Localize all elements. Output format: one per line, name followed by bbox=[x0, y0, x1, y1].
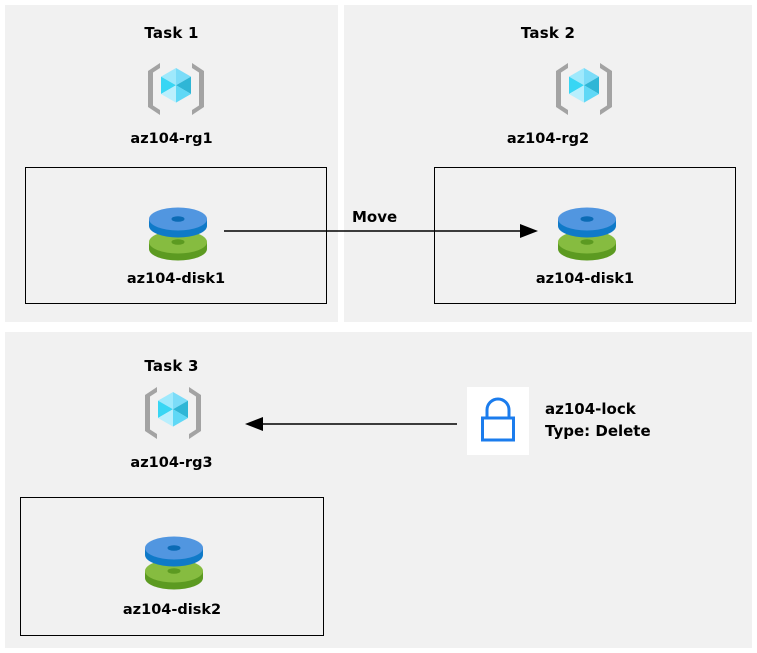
azure-managed-disk-icon bbox=[551, 201, 623, 267]
azure-resource-group-icon bbox=[552, 57, 616, 121]
panel-task-2: Task 2 az104-rg2 bbox=[344, 5, 752, 322]
lock-type: Type: Delete bbox=[545, 422, 651, 440]
lock-name: az104-lock bbox=[545, 400, 636, 418]
task-3-title: Task 3 bbox=[144, 357, 199, 375]
azure-resource-group-icon bbox=[144, 57, 208, 121]
move-connector-arrow bbox=[220, 218, 540, 248]
resource-group-label: az104-rg1 bbox=[130, 131, 213, 147]
resource-group-label: az104-rg2 bbox=[506, 131, 590, 147]
panel-task-1: Task 1 az104-rg1 bbox=[5, 5, 338, 322]
lock-icon bbox=[476, 395, 520, 447]
azure-managed-disk-icon bbox=[142, 201, 214, 267]
azure-managed-disk-icon bbox=[138, 530, 210, 596]
panel-task-3: Task 3 az104-rg3 bbox=[5, 332, 752, 648]
azure-resource-group-icon bbox=[141, 381, 205, 445]
task-2-title: Task 2 bbox=[520, 24, 576, 42]
lock-connector-arrow bbox=[243, 412, 458, 440]
lock-icon-card bbox=[467, 387, 529, 455]
task-1-title: Task 1 bbox=[144, 24, 199, 42]
move-connector-label: Move bbox=[352, 208, 398, 226]
disk-label: az104-disk1 bbox=[126, 271, 226, 287]
disk-label: az104-disk1 bbox=[535, 271, 635, 287]
lock-text-block: az104-lock Type: Delete bbox=[545, 398, 651, 442]
resource-group-label: az104-rg3 bbox=[130, 455, 213, 471]
disk-label: az104-disk2 bbox=[122, 602, 222, 618]
